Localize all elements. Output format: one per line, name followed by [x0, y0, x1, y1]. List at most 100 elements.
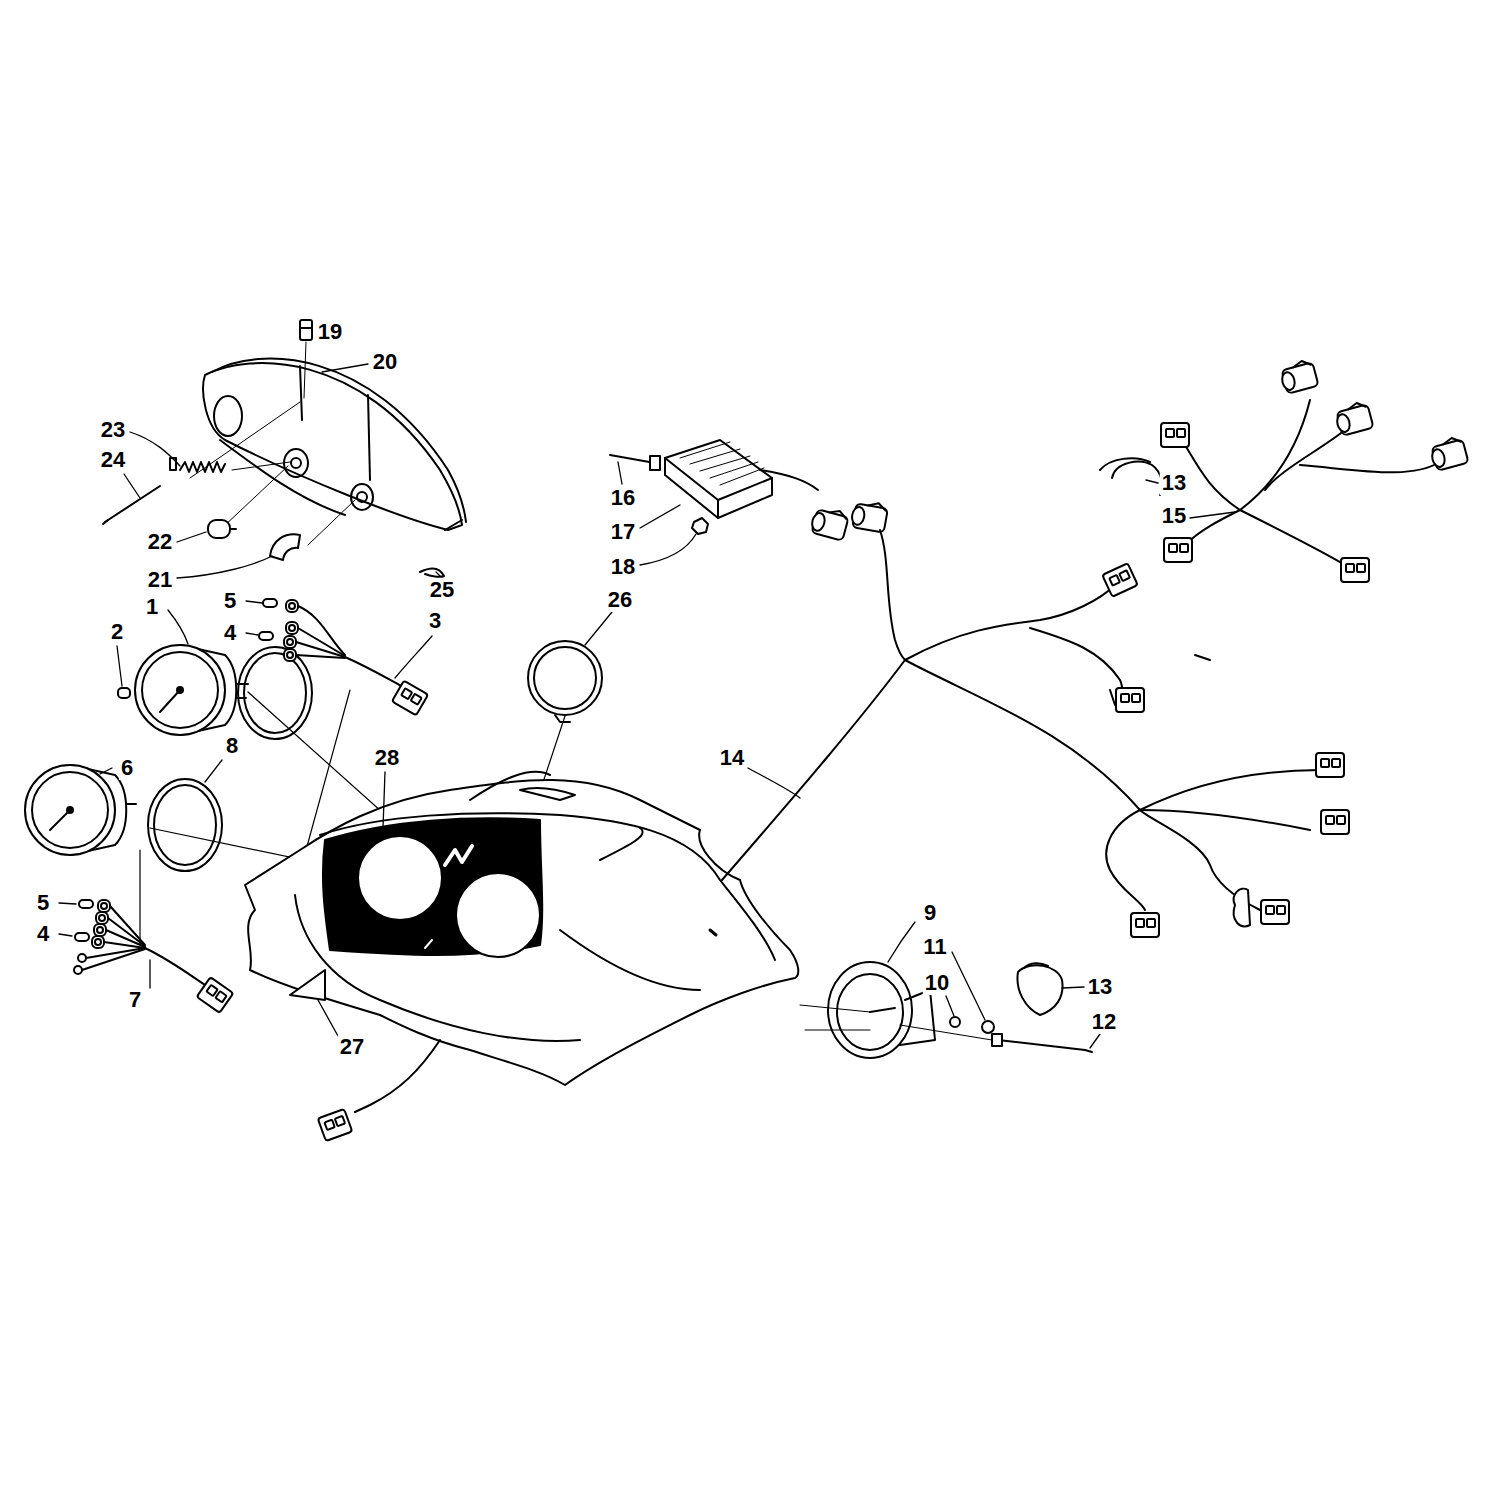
gauge: [50, 810, 70, 830]
headlight: [284, 449, 308, 477]
screw: [105, 486, 160, 522]
bolt: [610, 455, 655, 463]
leader-line: [100, 768, 112, 774]
harness: [1102, 563, 1138, 597]
elbow: [270, 534, 300, 560]
gauge: [127, 803, 136, 805]
leader-line: [1090, 1034, 1100, 1048]
harness: [1106, 810, 1145, 910]
bezel-ring: [148, 779, 222, 871]
harness: [1321, 810, 1349, 834]
callout-number: 6: [119, 756, 135, 780]
harness: [1333, 400, 1373, 436]
callout-number: 13: [1086, 975, 1114, 999]
leader-line: [124, 474, 140, 498]
bezel-ring: [534, 647, 596, 709]
socket-harness: [284, 636, 296, 648]
regulator: [680, 442, 764, 485]
regulator: [665, 440, 772, 500]
bezel-ring: [244, 653, 306, 733]
dash-panel: [425, 940, 432, 948]
socket-harness: [75, 933, 89, 941]
assembly-line: [139, 850, 140, 945]
callout-number: 5: [35, 891, 51, 915]
speedo-drive: [828, 962, 912, 1058]
callout-number: 16: [609, 486, 637, 510]
leader-line: [177, 532, 206, 542]
harness: [1131, 913, 1159, 937]
leader-line: [59, 364, 1235, 1048]
assembly-line: [308, 500, 355, 545]
pointer-bulb: [118, 688, 130, 698]
harness: [1265, 430, 1345, 490]
bezel-ring: [148, 779, 222, 871]
dash-panel: [320, 813, 775, 960]
bushing: [230, 528, 236, 530]
gauge: [177, 687, 183, 693]
callout-number: 12: [1090, 1010, 1118, 1034]
leader-line: [130, 432, 180, 466]
regulator: [718, 478, 772, 518]
harness: [1116, 688, 1144, 712]
socket-harness: [392, 681, 428, 716]
gauge: [135, 645, 248, 735]
socket-harness: [197, 977, 234, 1013]
assembly-line: [900, 1025, 992, 1040]
harness: [1300, 462, 1440, 472]
dash-panel: [318, 1109, 353, 1141]
leader-line: [888, 922, 915, 962]
dash-panel: [245, 772, 798, 1141]
socket-harness: [104, 942, 145, 948]
socket-harness: [286, 600, 298, 612]
clip: [300, 327, 312, 329]
speedo-drive: [800, 1005, 870, 1012]
callout-number: 24: [99, 448, 127, 472]
leader-line: [168, 610, 188, 644]
cable: [992, 1034, 1002, 1046]
harness: [1195, 655, 1210, 660]
leader-line: [1062, 987, 1084, 988]
callout-number: 26: [606, 588, 634, 612]
harness: [1261, 900, 1289, 924]
harness: [850, 499, 888, 532]
dash-panel: [318, 1109, 353, 1141]
headlight: [220, 440, 345, 515]
elbow: [270, 534, 300, 560]
headlight: [214, 396, 242, 436]
harness: [1316, 753, 1344, 777]
screw: [103, 486, 160, 524]
clamp-ring: [1017, 963, 1062, 1015]
leader-line: [59, 934, 72, 936]
bushing: [208, 520, 236, 538]
speedo-drive: [805, 1030, 870, 1031]
harness: [1316, 753, 1344, 777]
bezel-ring: [154, 785, 216, 865]
socket-harness: [94, 924, 106, 936]
leader-line: [395, 636, 432, 678]
spring: [170, 458, 176, 470]
bezel-ring: [528, 641, 602, 722]
dash-panel: [710, 930, 716, 935]
leader-line: [149, 960, 150, 988]
callout-number: 2: [109, 620, 125, 644]
leader-line: [585, 612, 612, 645]
pointer-bulb: [118, 688, 130, 698]
harness: [1278, 358, 1318, 394]
callout-number: 18: [609, 555, 637, 579]
bolt: [650, 456, 660, 470]
gauge: [32, 772, 108, 848]
regulator: [810, 505, 850, 541]
socket-harness: [197, 977, 234, 1013]
harness: [1030, 628, 1125, 705]
socket-harness: [286, 622, 298, 634]
gauge: [135, 645, 225, 735]
leader-line: [117, 646, 122, 686]
regulator: [810, 505, 850, 541]
socket-harness: [296, 642, 345, 657]
pin: [420, 569, 444, 577]
callout-number: 1: [144, 595, 160, 619]
speedo-drive: [900, 990, 935, 1045]
socket-harness: [284, 649, 296, 661]
harness: [1116, 688, 1144, 712]
